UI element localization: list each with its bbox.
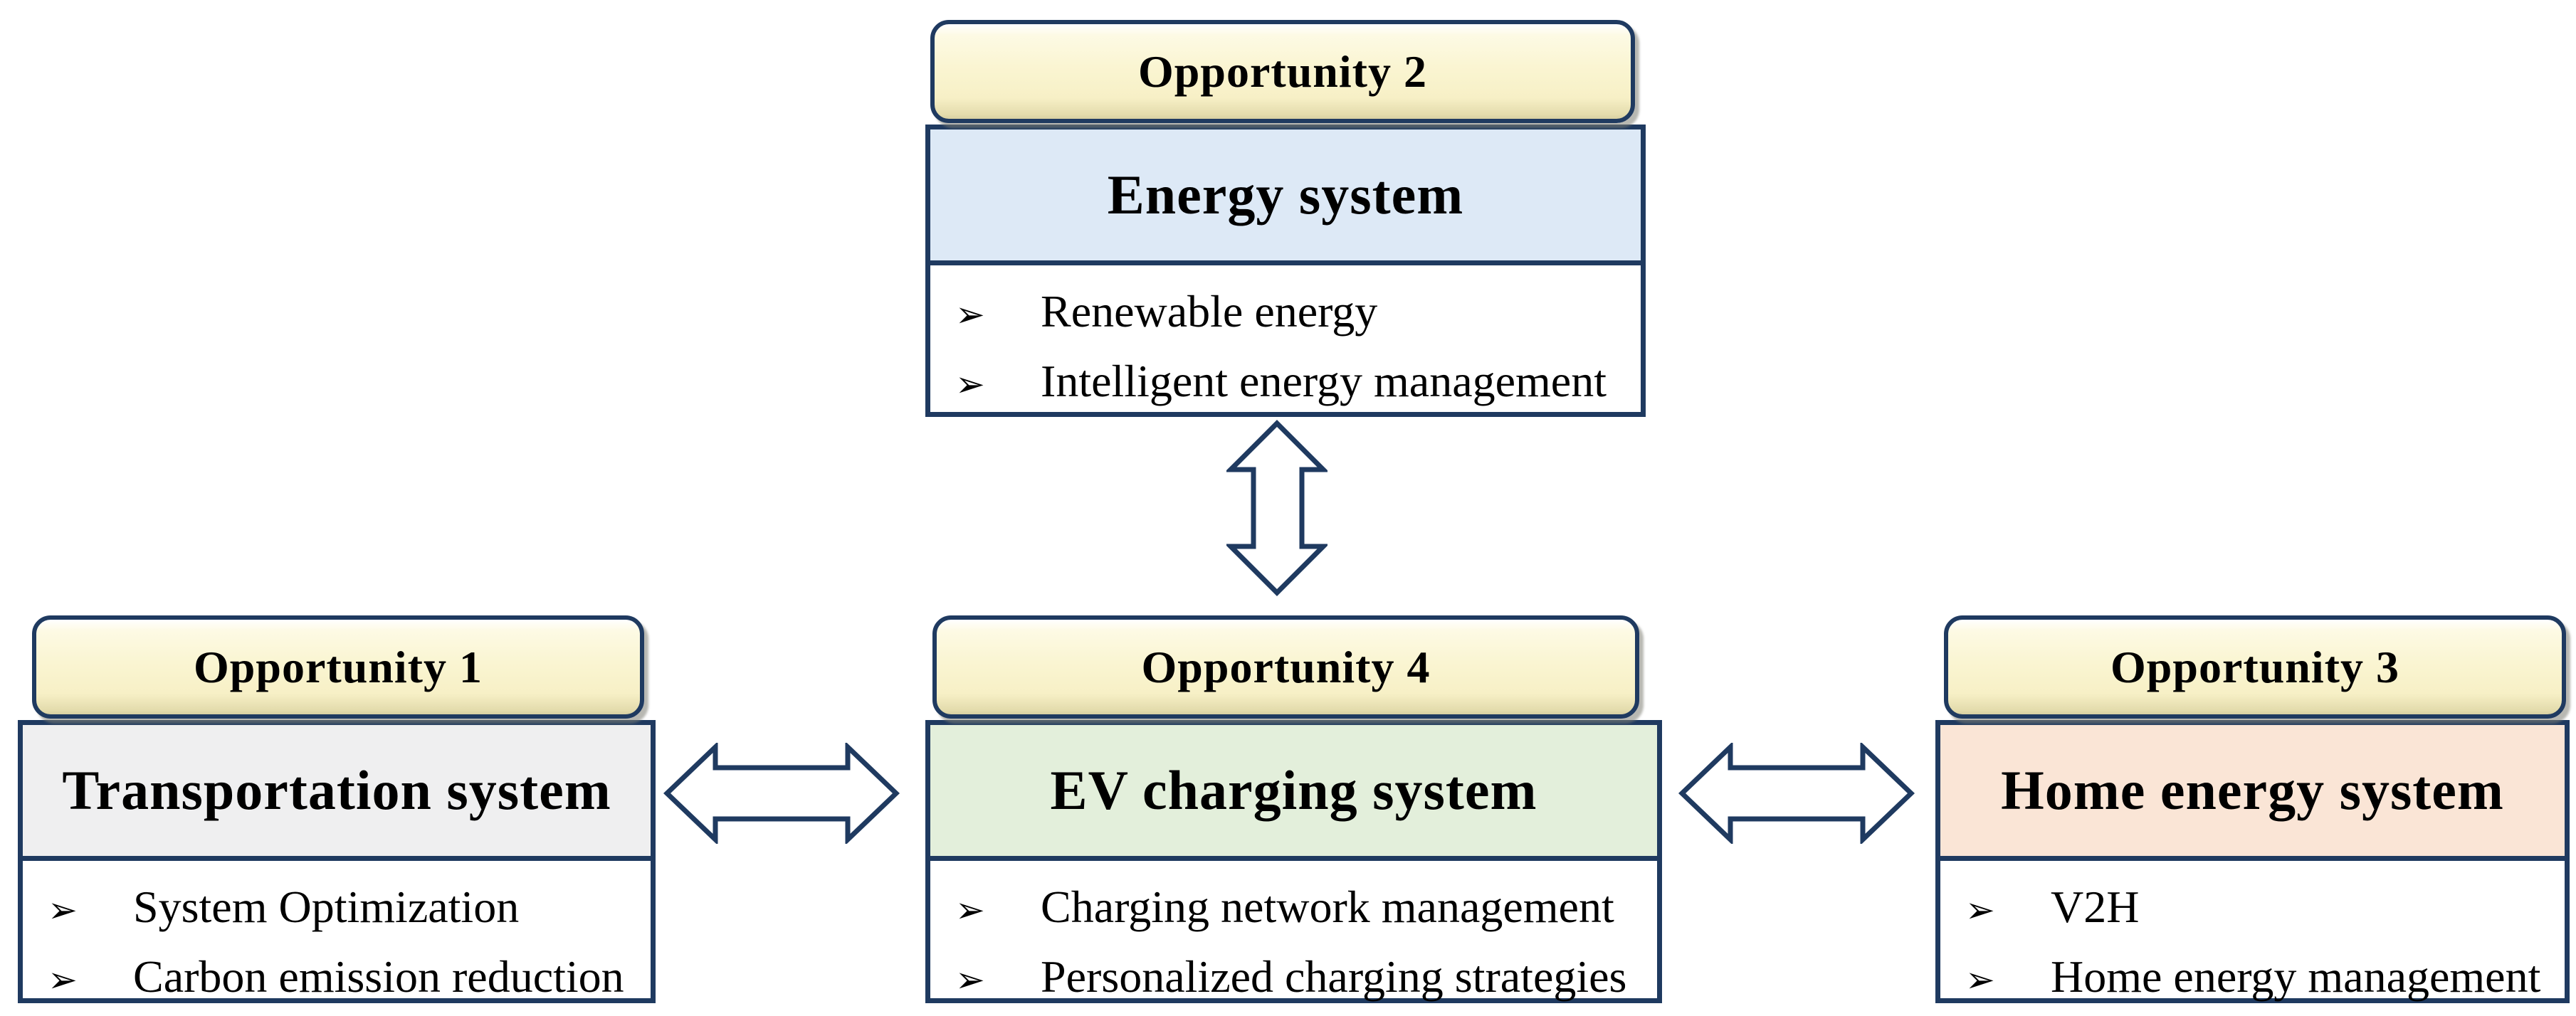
opportunity-3-label: Opportunity 3 <box>2110 641 2399 692</box>
bullet-text: Intelligent energy management <box>1041 356 1607 406</box>
double-arrow-vertical-icon <box>1226 420 1328 596</box>
arrow-bullet-icon: ➢ <box>955 959 985 1000</box>
bullet-text: Renewable energy <box>1041 286 1378 337</box>
double-arrow-right-horizontal-icon <box>1678 743 1915 844</box>
opportunity-2-label: Opportunity 2 <box>1138 46 1427 97</box>
bullet-text: Home energy management <box>2051 951 2541 1002</box>
arrow-bullet-icon: ➢ <box>955 364 985 405</box>
bullet-personalized-charging-strategies: ➢ Personalized charging strategies <box>955 943 1649 1013</box>
ev-charging-system-card: Opportunity 4 EV charging system ➢ Charg… <box>925 615 1662 1003</box>
arrow-bullet-icon: ➢ <box>1965 959 1995 1000</box>
energy-system-bullet-box: ➢ Renewable energy ➢ Intelligent energy … <box>925 260 1646 417</box>
bullet-text: Personalized charging strategies <box>1041 951 1627 1002</box>
arrow-bullet-icon: ➢ <box>48 959 78 1000</box>
transportation-system-card: Opportunity 1 Transportation system ➢ Sy… <box>18 615 656 1003</box>
opportunity-4-header: Opportunity 4 <box>932 615 1639 719</box>
ev-charging-system-title-box: EV charging system <box>925 720 1662 861</box>
home-energy-system-title-box: Home energy system <box>1935 720 2570 861</box>
bullet-carbon-emission-reduction: ➢ Carbon emission reduction <box>48 943 642 1013</box>
bullet-text: Charging network management <box>1041 882 1614 932</box>
bullet-text: System Optimization <box>133 882 520 932</box>
double-arrow-left-horizontal-icon <box>663 743 900 844</box>
bullet-text: Carbon emission reduction <box>133 951 624 1002</box>
home-energy-system-card: Opportunity 3 Home energy system ➢ V2H ➢… <box>1935 615 2570 1003</box>
opportunity-1-header: Opportunity 1 <box>32 615 644 719</box>
opportunity-2-header: Opportunity 2 <box>930 20 1635 123</box>
energy-system-title-box: Energy system <box>925 125 1646 265</box>
bullet-charging-network-management: ➢ Charging network management <box>955 874 1649 943</box>
ev-charging-system-bullet-box: ➢ Charging network management ➢ Personal… <box>925 856 1662 1003</box>
home-energy-system-title: Home energy system <box>2001 759 2504 821</box>
ev-charging-system-title: EV charging system <box>1050 759 1537 821</box>
arrow-bullet-icon: ➢ <box>1965 889 1995 931</box>
transportation-system-title: Transportation system <box>62 759 611 821</box>
opportunity-4-label: Opportunity 4 <box>1141 641 1431 692</box>
energy-system-card: Opportunity 2 Energy system ➢ Renewable … <box>925 20 1646 417</box>
opportunity-3-header: Opportunity 3 <box>1944 615 2566 719</box>
transportation-system-title-box: Transportation system <box>18 720 656 861</box>
bullet-v2h: ➢ V2H <box>1965 874 2556 943</box>
bullet-system-optimization: ➢ System Optimization <box>48 874 642 943</box>
bullet-home-energy-management: ➢ Home energy management <box>1965 943 2556 1013</box>
bullet-renewable-energy: ➢ Renewable energy <box>955 278 1632 348</box>
opportunity-1-label: Opportunity 1 <box>194 641 483 692</box>
energy-system-title: Energy system <box>1107 164 1464 226</box>
home-energy-system-bullet-box: ➢ V2H ➢ Home energy management <box>1935 856 2570 1003</box>
arrow-bullet-icon: ➢ <box>48 889 78 931</box>
arrow-bullet-icon: ➢ <box>955 889 985 931</box>
bullet-intelligent-energy-management: ➢ Intelligent energy management <box>955 348 1632 418</box>
bullet-text: V2H <box>2051 882 2140 932</box>
transportation-system-bullet-box: ➢ System Optimization ➢ Carbon emission … <box>18 856 656 1003</box>
arrow-bullet-icon: ➢ <box>955 294 985 335</box>
